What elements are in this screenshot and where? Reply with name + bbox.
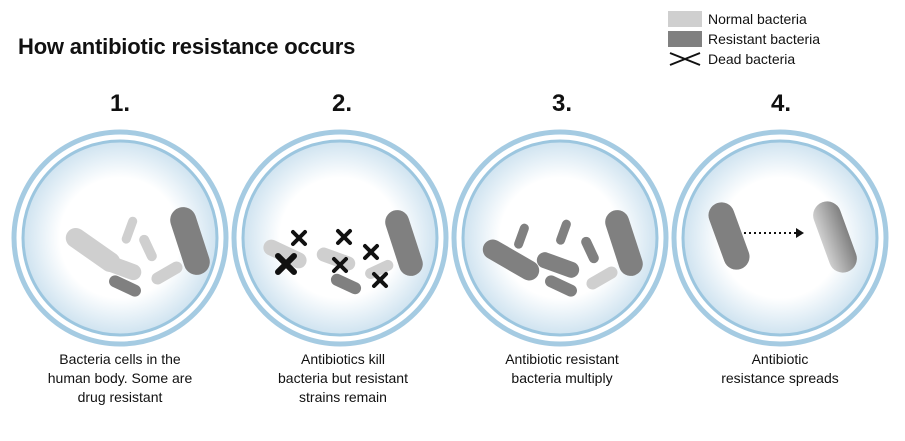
resistant-bacterium [170,207,210,275]
normal-bacterium [263,239,307,269]
dead-bacteria-cross-icon [291,230,307,246]
caption-line: bacteria but resistant [278,370,408,386]
dead-bacteria-cross-icon [372,272,388,288]
bacteria-group-1 [65,207,210,297]
normal-bacterium [139,234,157,262]
step-2-caption: Antibiotics kill bacteria but resistant … [243,350,443,407]
caption-line: human body. Some are [47,370,193,386]
normal-bacterium [121,216,138,244]
resistant-bacterium-spread [813,201,857,273]
dead-bacteria-cross-icon [275,253,297,275]
step-4-number: 4. [770,90,791,117]
dead-bacteria-marks [275,229,388,288]
resistant-bacterium [581,236,599,264]
step-1-number: 1. [109,90,130,117]
legend-label-normal: Normal bacteria [708,11,807,27]
step-3-number: 3. [551,90,572,117]
normal-bacterium [102,255,142,281]
resistant-bacterium-source [708,202,750,270]
resistant-bacterium [536,252,580,278]
legend-label-dead: Dead bacteria [708,51,796,67]
normal-bacteria-swatch [668,11,702,27]
step-2-number: 2. [331,90,352,117]
dead-bacteria-cross-icon [668,51,702,67]
resistant-bacteria-swatch [668,31,702,47]
petri-dish-4 [671,129,889,347]
caption-line: bacteria multiply [511,370,613,386]
legend-item-normal: Normal bacteria [668,9,820,29]
caption-line: resistance spreads [721,370,839,386]
caption-line: Antibiotic resistant [505,351,619,367]
resistant-bacterium [385,210,423,276]
petri-dish-1 [11,129,229,347]
dead-bacteria-cross-icon [332,257,348,273]
resistant-bacterium [514,223,529,249]
step-1-caption: Bacteria cells in the human body. Some a… [20,350,220,407]
diagram-title: How antibiotic resistance occurs [18,34,356,59]
normal-bacterium [586,266,618,290]
resistant-bacterium [482,239,540,281]
caption-line: Antibiotic [751,351,809,367]
resistant-bacterium [556,219,571,245]
bacteria-group-4 [708,201,857,273]
legend-item-dead: Dead bacteria [668,49,820,69]
normal-bacterium [151,261,183,285]
legend: Normal bacteria Resistant bacteria Dead … [668,9,820,69]
petri-dish-2 [231,129,449,347]
spread-arrow-icon [744,228,804,238]
step-3-caption: Antibiotic resistant bacteria multiply [462,350,662,388]
caption-line: Bacteria cells in the [59,351,181,367]
resistant-bacterium [545,275,577,297]
resistant-bacterium [605,210,643,276]
caption-line: Antibiotics kill [300,351,386,367]
petri-dish-3 [451,129,669,347]
dead-bacteria-cross-icon [336,229,352,245]
caption-line: strains remain [299,389,387,405]
dead-bacteria-cross-icon [363,244,379,260]
bacteria-group-3 [482,210,643,297]
legend-item-resistant: Resistant bacteria [668,29,820,49]
caption-line: drug resistant [77,389,163,405]
resistant-bacterium [330,273,362,295]
resistant-bacterium [109,275,141,297]
legend-label-resistant: Resistant bacteria [708,31,821,47]
step-4-caption: Antibiotic resistance spreads [680,350,880,388]
